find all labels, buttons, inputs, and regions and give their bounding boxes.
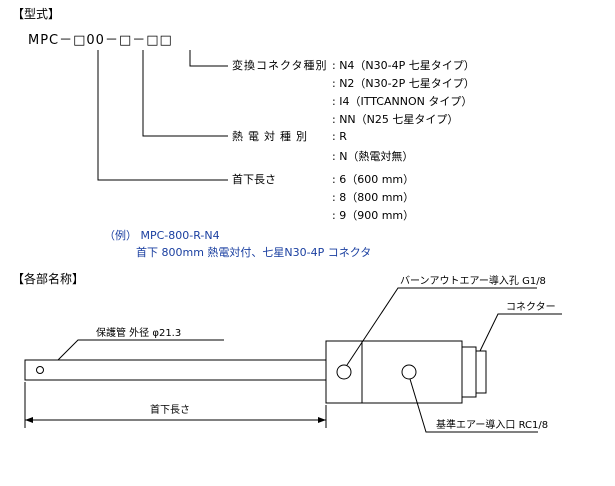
thermocouple-label: 熱電対種別 bbox=[232, 130, 312, 143]
leader-thermocouple bbox=[142, 50, 228, 137]
connector-type-label: 変換コネクタ種別 bbox=[232, 59, 328, 72]
example-line-1: （例） MPC-800-R-N4 bbox=[104, 229, 220, 242]
dim-arrow-left bbox=[25, 417, 33, 423]
length-option-9: : 9（900 mm） bbox=[332, 209, 415, 222]
model-code: MPC－□00－□－□□ bbox=[28, 33, 173, 48]
leader-reference-air-port bbox=[409, 378, 538, 433]
connector-option-n2: : N2（N30-2P 七星タイプ） bbox=[332, 77, 475, 90]
leader-length bbox=[97, 50, 228, 181]
label-burnout-air-port: バーンアウトエアー導入孔 G1/8 bbox=[400, 276, 546, 287]
leader-connector-type bbox=[189, 50, 228, 67]
label-protection-tube: 保護管 外径 φ21.3 bbox=[96, 328, 182, 339]
leader-burnout-air-port bbox=[346, 287, 537, 366]
label-reference-air-port: 基準エアー導入口 RC1/8 bbox=[436, 420, 549, 431]
reference-air-port-hole bbox=[401, 364, 417, 380]
model-heading: 【型式】 bbox=[12, 7, 61, 21]
tube-tip-hole bbox=[36, 366, 44, 374]
thermocouple-option-none: : N（熱電対無） bbox=[332, 150, 414, 163]
label-connector: コネクター bbox=[506, 302, 556, 313]
thermocouple-option-r: : R bbox=[332, 130, 347, 143]
length-label: 首下長さ bbox=[232, 173, 276, 186]
connector-body bbox=[475, 350, 487, 394]
protection-tube bbox=[24, 359, 329, 381]
connector-flange bbox=[461, 346, 477, 398]
length-option-8: : 8（800 mm） bbox=[332, 191, 415, 204]
connector-option-n4: : N4（N30-4P 七星タイプ） bbox=[332, 59, 475, 72]
example-line-2: 首下 800mm 熱電対付、七星N30-4P コネクタ bbox=[136, 246, 372, 259]
connector-option-nn: : NN（N25 七星タイプ） bbox=[332, 113, 459, 126]
leader-protection-tube bbox=[57, 339, 224, 361]
dim-arrow-right bbox=[318, 417, 326, 423]
leader-connector bbox=[479, 313, 562, 352]
connector-option-i4: : I4（ITTCANNON タイプ） bbox=[332, 95, 473, 108]
burnout-air-port-hole bbox=[336, 364, 352, 380]
length-option-6: : 6（600 mm） bbox=[332, 173, 415, 186]
label-length: 首下長さ bbox=[150, 405, 190, 416]
parts-heading: 【各部名称】 bbox=[12, 272, 85, 286]
